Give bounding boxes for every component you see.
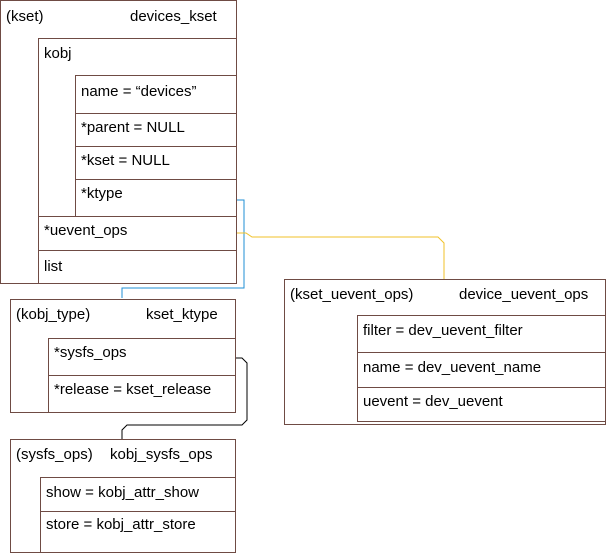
ktype-connector	[121, 199, 245, 298]
sysfs-ops-connector	[121, 357, 248, 439]
kobj-type-field-release-text: *release = kset_release	[54, 381, 212, 398]
kset-field-list-text: list	[44, 258, 63, 275]
kset-type-label: (kset)	[6, 8, 44, 25]
kobj-type-instance-name: kset_ktype	[146, 306, 218, 323]
sysfs-ops-field-store-text: store = kobj_attr_store	[46, 516, 196, 533]
kobj-type-field-sysfs-ops-text: *sysfs_ops	[54, 344, 127, 361]
sysfs-ops-field-show-text: show = kobj_attr_show	[46, 484, 200, 501]
kobj-field-parent-text: *parent = NULL	[81, 119, 185, 136]
kset-uevent-ops-type-label: (kset_uevent_ops)	[290, 286, 414, 303]
sysfs-ops-instance-name: kobj_sysfs_ops	[110, 446, 213, 463]
uevent-ops-field-uevent-text: uevent = dev_uevent	[363, 393, 503, 410]
kobj-label: kobj	[44, 45, 72, 62]
uevent-ops-field-filter-text: filter = dev_uevent_filter	[363, 322, 523, 339]
kset-uevent-ops-instance-name: device_uevent_ops	[459, 286, 589, 303]
kobj-type-field-release	[48, 375, 236, 413]
kobj-type-type-label: (kobj_type)	[16, 306, 91, 323]
sysfs-ops-field-store	[40, 511, 236, 553]
kset-field-uevent-ops-text: *uevent_ops	[44, 222, 128, 239]
kobj-field-name-text: name = “devices”	[81, 83, 197, 100]
kobj-field-ktype-text: *ktype	[81, 185, 123, 202]
uevent-ops-field-name-text: name = dev_uevent_name	[363, 359, 542, 376]
kset-field-list	[38, 250, 237, 284]
kobj-field-kset-text: *kset = NULL	[81, 152, 170, 169]
uevent-ops-connector	[236, 232, 445, 279]
sysfs-ops-type-label: (sysfs_ops)	[16, 446, 93, 463]
kset-instance-name: devices_kset	[130, 8, 217, 25]
